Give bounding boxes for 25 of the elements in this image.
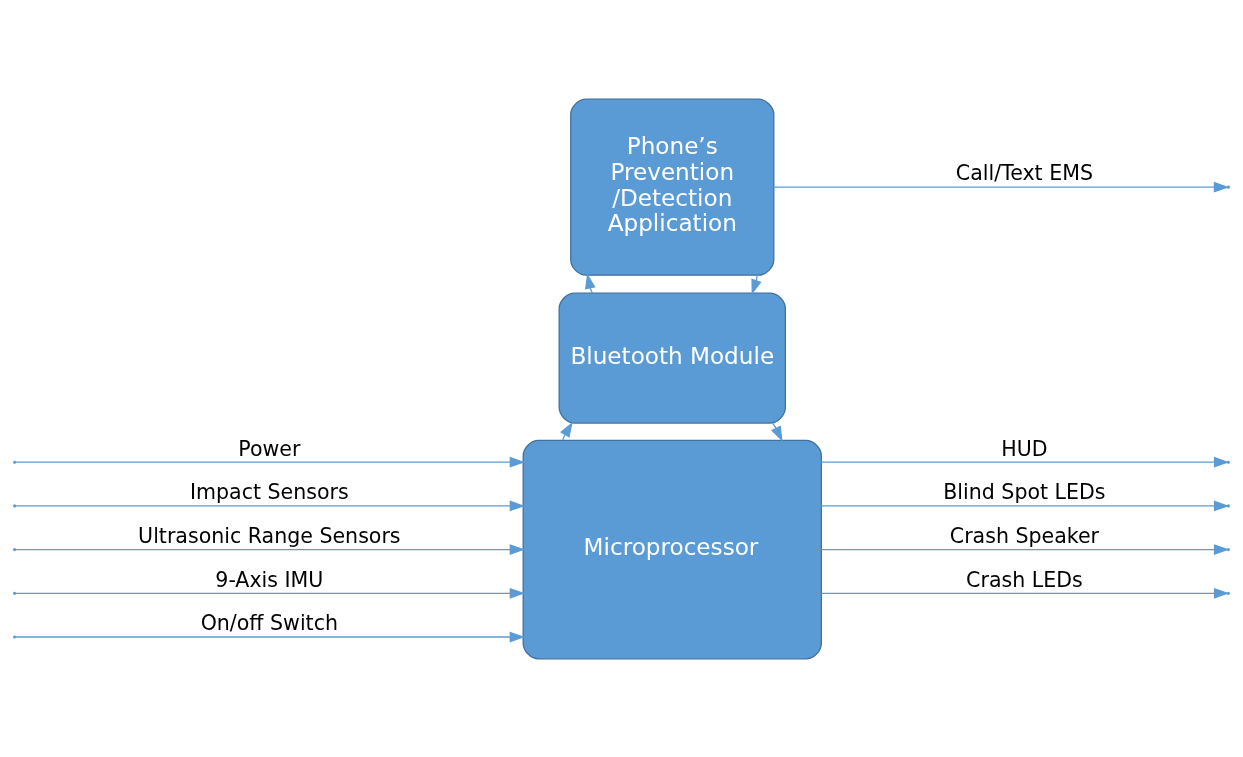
arrow [14, 543, 526, 555]
edge-label: Ultrasonic Range Sensors [138, 523, 401, 548]
edge-label: Power [238, 436, 301, 461]
edge-label: Crash Speaker [949, 523, 1100, 548]
arrow [14, 631, 526, 642]
arrow [820, 587, 1230, 599]
arrow [560, 421, 573, 441]
arrow [820, 543, 1230, 555]
arrow [771, 422, 783, 442]
edge-label: Blind Spot LEDs [943, 479, 1106, 504]
node-box: Bluetooth Module [558, 292, 786, 424]
arrow [14, 587, 526, 599]
arrow [751, 274, 762, 295]
node-box: Microprocessor [522, 439, 822, 659]
arrow [585, 272, 596, 294]
edge-label: Impact Sensors [189, 479, 349, 504]
edge-label: Crash LEDs [966, 567, 1083, 592]
edge-label: 9-Axis IMU [215, 567, 324, 592]
node-box: Phone’s Prevention /Detection Application [570, 98, 775, 276]
arrow [14, 500, 526, 511]
arrow [773, 181, 1230, 193]
arrow [14, 456, 526, 468]
edge-label: HUD [1001, 436, 1048, 461]
edge-label: Call/Text EMS [955, 161, 1093, 185]
edge-label: On/off Switch [200, 610, 338, 635]
